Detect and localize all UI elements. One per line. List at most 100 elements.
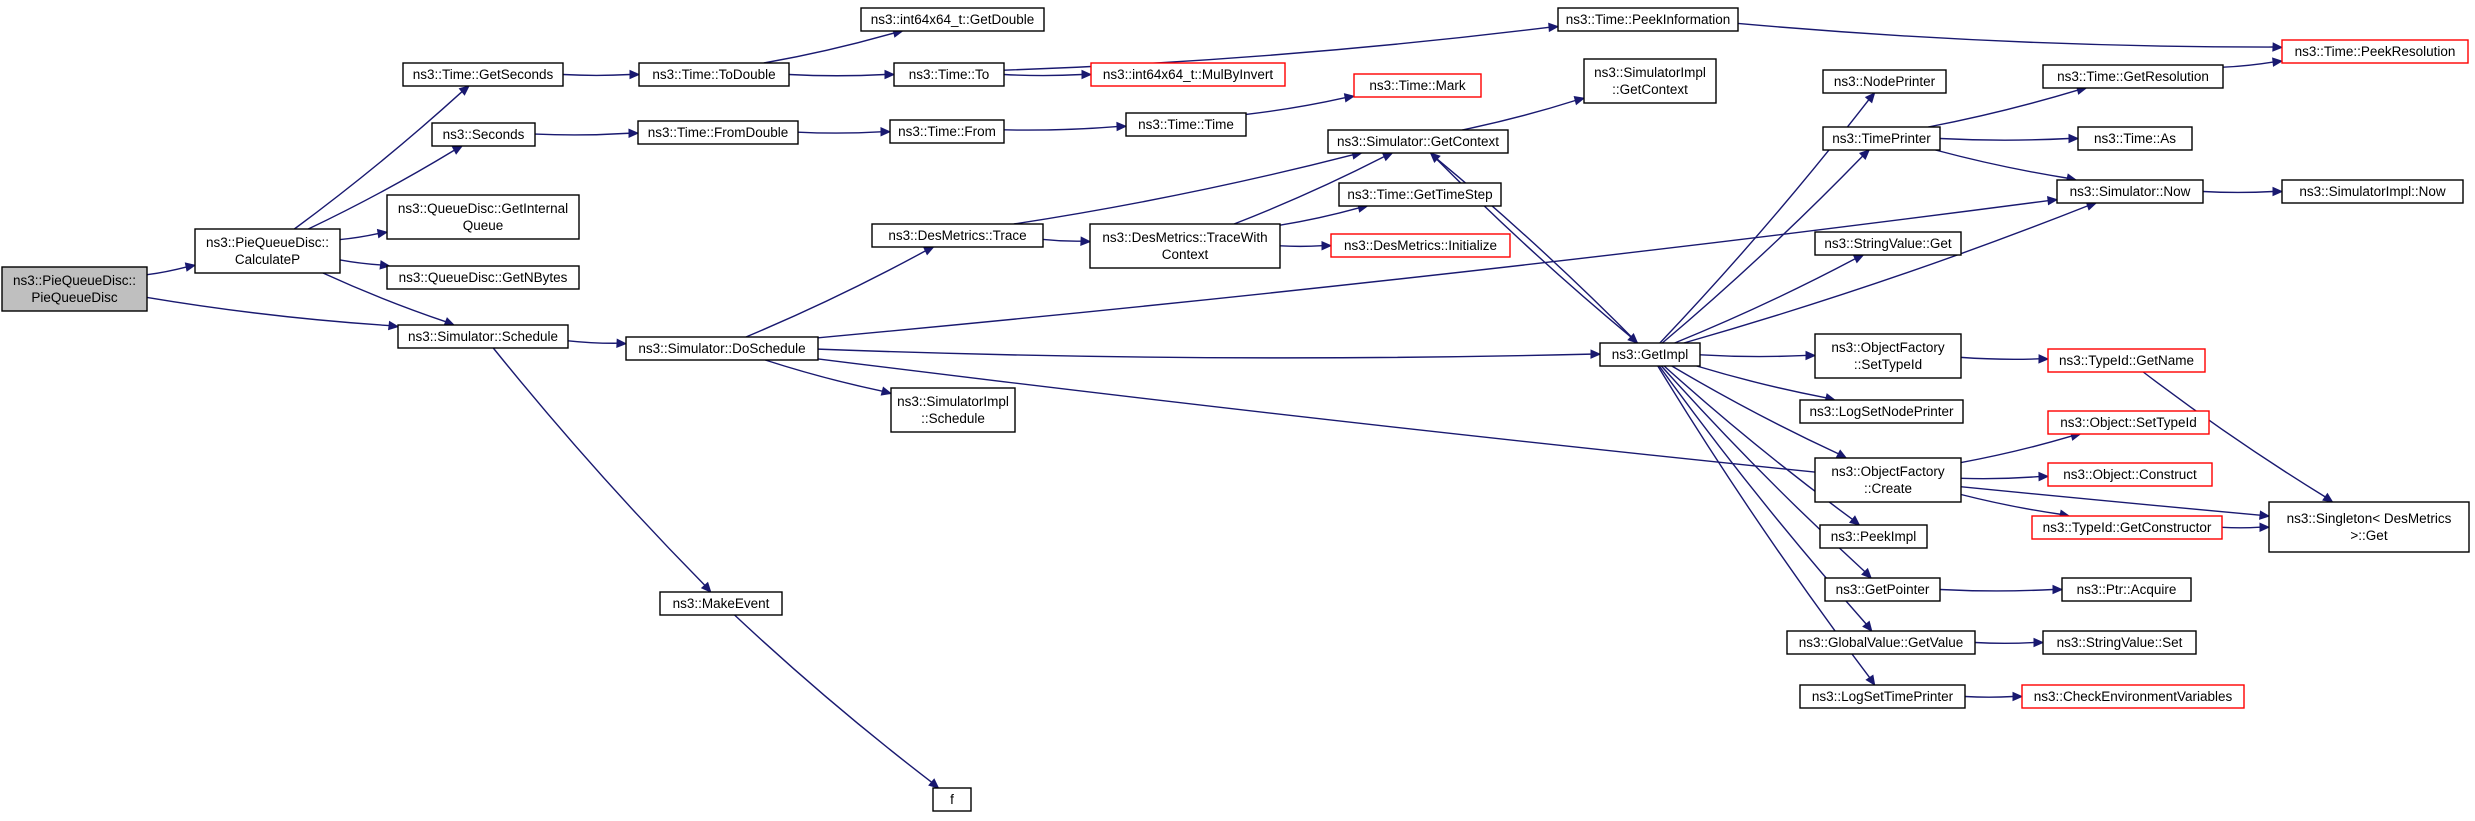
node-calcp[interactable]: ns3::PieQueueDisc::CalculateP xyxy=(194,228,341,274)
node-peekimpl[interactable]: ns3::PeekImpl xyxy=(1819,524,1928,549)
node-box xyxy=(386,194,580,240)
node-getptr[interactable]: ns3::GetPointer xyxy=(1824,577,1941,602)
node-tidgetctor[interactable]: ns3::TypeId::GetConstructor xyxy=(2031,515,2223,540)
node-label: PieQueueDisc xyxy=(31,290,118,305)
arrowhead-getimpl-to-timeprinter xyxy=(1858,149,1871,160)
arrowhead-tidgetctor-to-singleton xyxy=(2259,522,2271,532)
node-simimplctx[interactable]: ns3::SimulatorImpl::GetContext xyxy=(1583,58,1717,104)
node-simimplnow[interactable]: ns3::SimulatorImpl::Now xyxy=(2281,179,2464,204)
edge-ofsettid-to-tidgetname xyxy=(1960,356,2040,360)
arrowhead-dosched-to-dmtrace xyxy=(922,246,935,256)
node-singleton[interactable]: ns3::Singleton< DesMetrics >::Get xyxy=(2268,501,2470,553)
node-box xyxy=(1353,73,1482,98)
node-logsettp[interactable]: ns3::LogSetTimePrinter xyxy=(1799,684,1966,709)
node-gettimestep[interactable]: ns3::Time::GetTimeStep xyxy=(1338,182,1502,207)
arrowhead-getimpl-to-svget xyxy=(1852,254,1865,264)
arrowhead-timeto-to-mulby xyxy=(1081,69,1093,80)
node-label: ns3::Time::ToDouble xyxy=(652,67,775,82)
node-getsec[interactable]: ns3::Time::GetSeconds xyxy=(402,62,564,87)
node-label: ns3::ObjectFactory xyxy=(1831,340,1945,355)
node-label: ns3::Simulator::GetContext xyxy=(1337,134,1499,149)
node-box xyxy=(893,62,1005,87)
node-gvgetval[interactable]: ns3::GlobalValue::GetValue xyxy=(1786,630,1976,655)
node-box xyxy=(1814,457,1962,503)
node-box xyxy=(932,787,972,812)
node-f[interactable]: f xyxy=(932,787,972,812)
node-timeto[interactable]: ns3::Time::To xyxy=(893,62,1005,87)
node-ptracq[interactable]: ns3::Ptr::Acquire xyxy=(2061,577,2192,602)
node-makeev[interactable]: ns3::MakeEvent xyxy=(659,591,783,616)
edge-getimpl-to-getctx xyxy=(1436,158,1638,344)
arrowhead-calcp-to-getiq xyxy=(376,228,389,239)
node-label: ns3::Time::PeekResolution xyxy=(2295,44,2456,59)
node-mark[interactable]: ns3::Time::Mark xyxy=(1353,73,1482,98)
node-dmtrace[interactable]: ns3::DesMetrics::Trace xyxy=(871,223,1044,248)
node-sched[interactable]: ns3::Simulator::Schedule xyxy=(397,324,569,349)
node-label: ns3::GetPointer xyxy=(1836,582,1930,597)
node-checkenv[interactable]: ns3::CheckEnvironmentVariables xyxy=(2021,684,2245,709)
node-label: ns3::Time::To xyxy=(909,67,990,82)
arrowhead-getimpl-to-peekimpl xyxy=(1848,515,1861,526)
edge-getres-to-peekres xyxy=(2222,61,2274,68)
arrowhead-getres-to-peekres xyxy=(2272,57,2284,67)
edge-dmtrace-to-getctx xyxy=(1013,154,1354,225)
node-simnow[interactable]: ns3::Simulator::Now xyxy=(2056,179,2204,204)
node-label: ns3::MakeEvent xyxy=(673,596,770,611)
arrowhead-getimpl-to-getptr xyxy=(1861,567,1872,579)
node-timefrom[interactable]: ns3::Time::From xyxy=(889,119,1005,144)
node-mulby[interactable]: ns3::int64x64_t::MulByInvert xyxy=(1090,62,1286,87)
node-getctx[interactable]: ns3::Simulator::GetContext xyxy=(1327,129,1509,154)
node-objconstruct[interactable]: ns3::Object::Construct xyxy=(2047,462,2213,487)
node-ofcreate[interactable]: ns3::ObjectFactory::Create xyxy=(1814,457,1962,503)
node-label: ns3::Time::GetTimeStep xyxy=(1347,187,1492,202)
node-nodeprinter[interactable]: ns3::NodePrinter xyxy=(1822,69,1947,94)
node-svget[interactable]: ns3::StringValue::Get xyxy=(1814,231,1962,256)
edge-tidgetctor-to-singleton xyxy=(2221,526,2261,529)
node-dminit[interactable]: ns3::DesMetrics::Initialize xyxy=(1330,233,1511,258)
arrowhead-getimpl-to-logsettp xyxy=(1865,674,1876,687)
node-root[interactable]: ns3::PieQueueDisc::PieQueueDisc xyxy=(1,266,148,312)
node-getdbl[interactable]: ns3::int64x64_t::GetDouble xyxy=(860,7,1045,32)
node-label: ns3::LogSetNodePrinter xyxy=(1809,404,1954,419)
arrowhead-dmtwc-to-dminit xyxy=(1321,240,1333,251)
edge-sched-to-dosched xyxy=(567,340,618,344)
node-label: ns3::GlobalValue::GetValue xyxy=(1799,635,1964,650)
edge-calcp-to-sched xyxy=(322,272,446,323)
node-label: ns3::GetImpl xyxy=(1612,347,1689,362)
node-timetime[interactable]: ns3::Time::Time xyxy=(1125,112,1247,137)
node-box xyxy=(1799,684,1966,709)
node-label: ns3::TimePrinter xyxy=(1832,131,1931,146)
node-fromdbl[interactable]: ns3::Time::FromDouble xyxy=(637,120,799,145)
node-box xyxy=(2021,684,2245,709)
node-label: ns3::QueueDisc::GetInternal xyxy=(398,201,568,216)
node-getimpl[interactable]: ns3::GetImpl xyxy=(1599,342,1701,367)
node-logsetnp[interactable]: ns3::LogSetNodePrinter xyxy=(1799,399,1964,424)
node-objsettid[interactable]: ns3::Object::SetTypeId xyxy=(2047,410,2210,435)
node-timeprinter[interactable]: ns3::TimePrinter xyxy=(1822,126,1941,151)
node-peekinfo[interactable]: ns3::Time::PeekInformation xyxy=(1557,7,1739,32)
node-label: >::Get xyxy=(2350,528,2387,543)
node-label: ns3::PieQueueDisc:: xyxy=(206,235,329,250)
node-getnb[interactable]: ns3::QueueDisc::GetNBytes xyxy=(386,265,580,290)
node-label: ns3::Simulator::Now xyxy=(2070,184,2191,199)
node-getres[interactable]: ns3::Time::GetResolution xyxy=(2042,64,2224,89)
node-label: ns3::int64x64_t::MulByInvert xyxy=(1103,67,1274,82)
node-box xyxy=(2047,348,2206,373)
node-seconds[interactable]: ns3::Seconds xyxy=(431,122,536,147)
node-label: CalculateP xyxy=(235,252,300,267)
arrowhead-getsec-to-todbl xyxy=(629,69,641,80)
edge-peekinfo-to-peekres xyxy=(1737,22,2274,48)
node-tidgetname[interactable]: ns3::TypeId::GetName xyxy=(2047,348,2206,373)
node-todbl[interactable]: ns3::Time::ToDouble xyxy=(638,62,790,87)
node-label: ns3::Time::Mark xyxy=(1369,78,1466,93)
node-peekres[interactable]: ns3::Time::PeekResolution xyxy=(2281,39,2469,64)
node-label: ns3::Time::Time xyxy=(1138,117,1234,132)
edge-getsec-to-todbl xyxy=(562,73,631,77)
node-ofsettid[interactable]: ns3::ObjectFactory::SetTypeId xyxy=(1814,333,1962,379)
node-svset[interactable]: ns3::StringValue::Set xyxy=(2042,630,2197,655)
node-dosched[interactable]: ns3::Simulator::DoSchedule xyxy=(625,336,819,361)
node-simimplsched[interactable]: ns3::SimulatorImpl::Schedule xyxy=(890,387,1016,433)
node-timeas[interactable]: ns3::Time::As xyxy=(2077,126,2193,151)
